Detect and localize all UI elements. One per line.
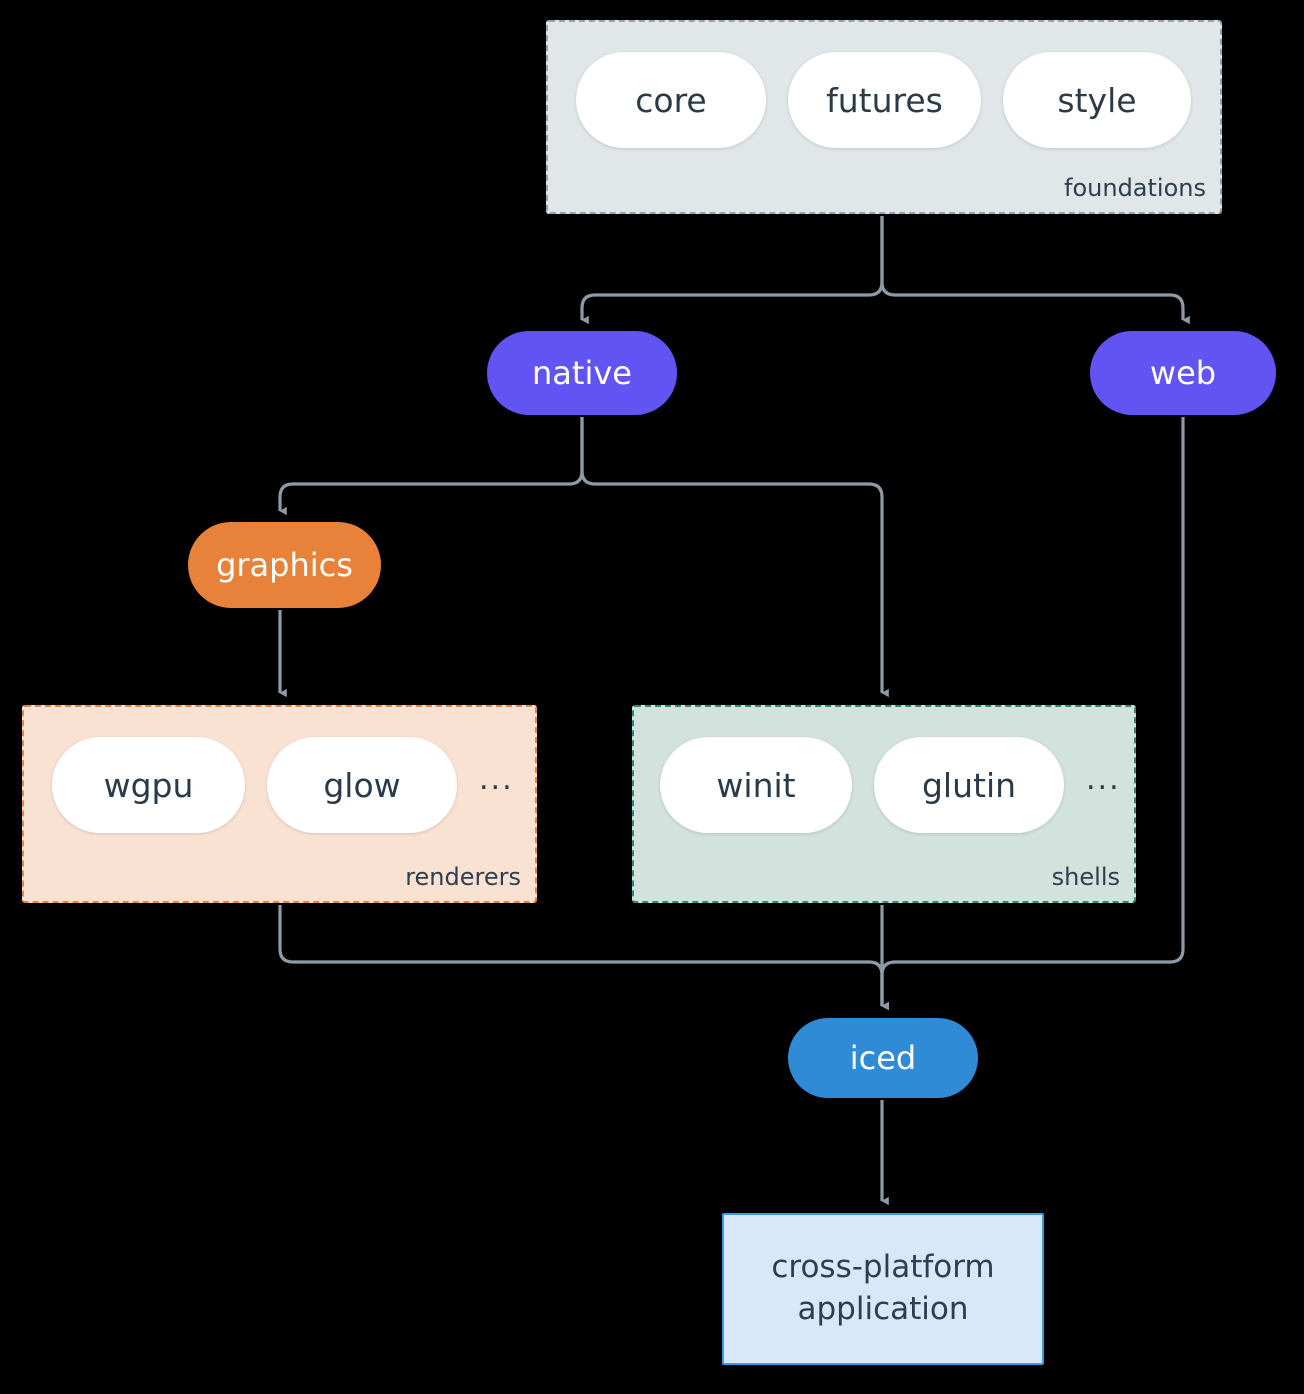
node-graphics[interactable]: graphics [188, 522, 381, 608]
node-style[interactable]: style [1003, 52, 1191, 148]
application-label-line1: cross-platform [771, 1249, 995, 1286]
node-glow[interactable]: glow [267, 737, 457, 833]
group-renderers: wgpu glow ... renderers [22, 705, 537, 903]
group-foundations-label: foundations [1064, 174, 1206, 202]
edge-renderers-iced [278, 905, 889, 1011]
application-label-line2: application [797, 1291, 969, 1327]
node-iced[interactable]: iced [788, 1018, 978, 1098]
group-foundations-items: core futures style [576, 52, 1191, 148]
shells-more-ellipsis: ... [1086, 762, 1121, 797]
group-shells-items: winit glutin ... [660, 737, 1121, 833]
renderers-more-ellipsis: ... [479, 762, 514, 797]
group-renderers-items: wgpu glow ... [52, 737, 514, 833]
group-shells-label: shells [1051, 863, 1120, 891]
node-cross-platform-application[interactable]: cross-platform application [722, 1213, 1044, 1365]
node-glutin[interactable]: glutin [874, 737, 1064, 833]
node-web[interactable]: web [1090, 331, 1276, 415]
group-renderers-label: renderers [405, 863, 521, 891]
edge-native-shells [580, 417, 889, 698]
node-wgpu[interactable]: wgpu [52, 737, 245, 833]
edge-foundations-web [880, 216, 1190, 325]
group-shells: winit glutin ... shells [632, 705, 1136, 903]
edge-foundations-native [580, 216, 884, 325]
node-winit[interactable]: winit [660, 737, 852, 833]
node-futures[interactable]: futures [788, 52, 981, 148]
node-core[interactable]: core [576, 52, 766, 148]
group-foundations: core futures style foundations [546, 20, 1222, 214]
node-native[interactable]: native [487, 331, 677, 415]
edge-native-graphics [278, 417, 584, 516]
